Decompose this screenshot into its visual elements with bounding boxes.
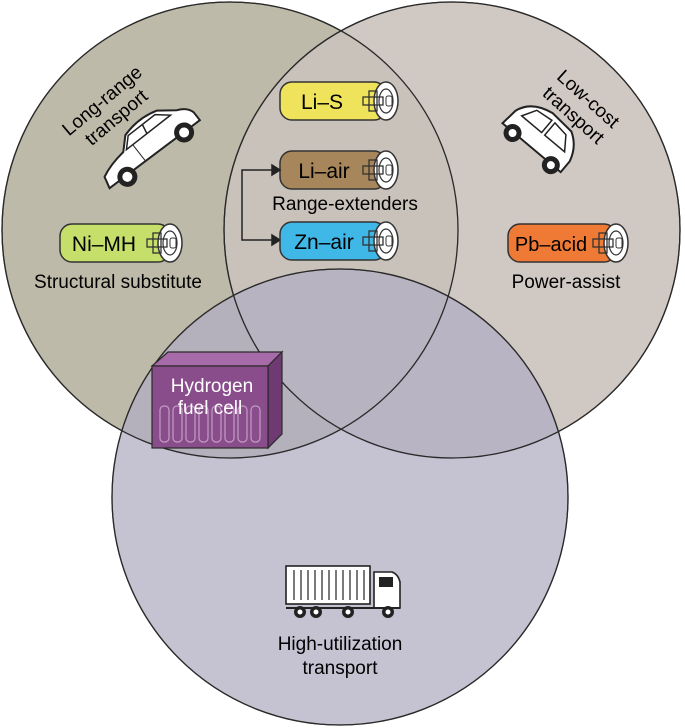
sedan-car-icon <box>103 108 202 190</box>
fuel-cell-icon: Hydrogen fuel cell <box>150 350 284 450</box>
battery-ni-mh-label: Ni–MH <box>72 233 136 256</box>
battery-li-s: Li–S <box>279 81 399 121</box>
circle-long-range-outline <box>1 1 459 459</box>
circle-low-cost-outline <box>223 1 681 459</box>
plus-terminal-icon <box>146 232 168 254</box>
circle-high-utilization-outline <box>111 268 569 726</box>
battery-zn-air: Zn–air <box>279 221 399 261</box>
plus-terminal-icon <box>592 232 614 254</box>
battery-zn-air-label: Zn–air <box>294 231 354 254</box>
battery-li-s-label: Li–S <box>301 91 343 114</box>
plus-terminal-icon <box>362 159 384 181</box>
fuel-cell-label-line2: fuel cell <box>178 398 242 419</box>
battery-li-air: Li–air <box>279 150 399 190</box>
plus-terminal-icon <box>362 90 384 112</box>
structural-substitute-caption: Structural substitute <box>34 272 202 293</box>
high-util-label-line2: transport <box>303 658 379 679</box>
range-extender-bracket <box>241 163 282 247</box>
range-extenders-caption: Range-extenders <box>272 194 418 215</box>
high-util-label-line1: High-utilization <box>278 634 403 655</box>
circle-high-utilization <box>111 268 569 726</box>
battery-pb-acid-label: Pb–acid <box>515 234 587 256</box>
plus-terminal-icon <box>362 230 384 252</box>
battery-pb-acid: Pb–acid <box>507 223 629 263</box>
truck-icon <box>285 565 401 618</box>
battery-ni-mh: Ni–MH <box>59 223 183 263</box>
fuel-cell-label-line1: Hydrogen <box>171 376 253 397</box>
small-car-icon <box>500 105 575 175</box>
power-assist-caption: Power-assist <box>512 272 621 293</box>
battery-li-air-label: Li–air <box>298 160 349 183</box>
